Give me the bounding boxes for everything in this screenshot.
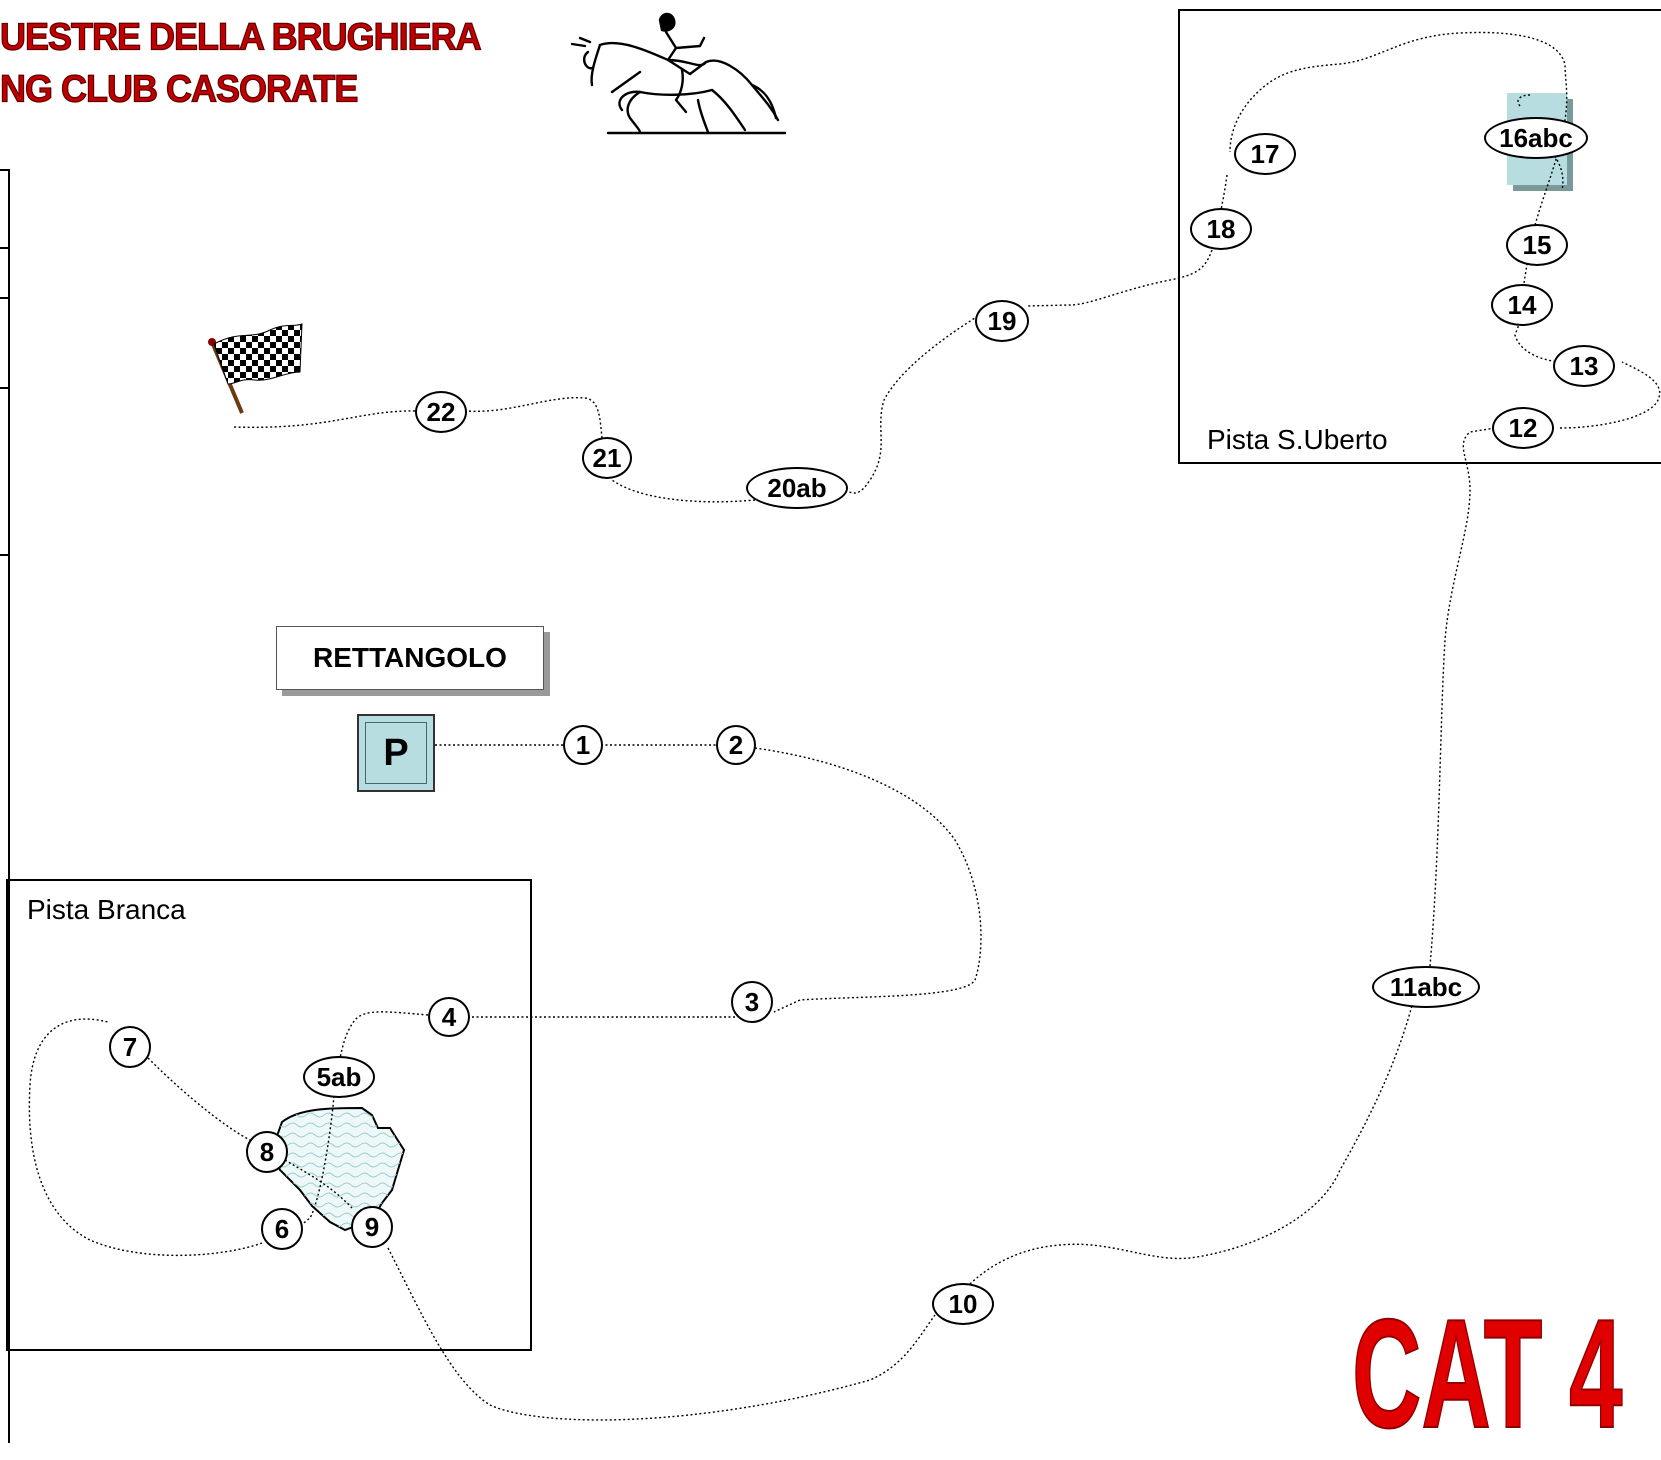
fence-18: 18 bbox=[1190, 208, 1252, 250]
fence-12: 12 bbox=[1492, 407, 1554, 449]
fence-9: 9 bbox=[351, 1206, 393, 1248]
fence-3: 3 bbox=[731, 981, 773, 1023]
fence-19: 19 bbox=[975, 300, 1029, 342]
fence-15: 15 bbox=[1506, 224, 1568, 266]
arena-uberto-label: Pista S.Uberto bbox=[1207, 424, 1388, 455]
arena-uberto-box bbox=[1178, 9, 1661, 464]
fence-14: 14 bbox=[1491, 284, 1553, 326]
fence-5ab: 5ab bbox=[303, 1056, 375, 1098]
fence-21: 21 bbox=[582, 437, 632, 479]
start-marker-label: P bbox=[383, 731, 409, 774]
arena-branca-box bbox=[6, 879, 532, 1351]
start-marker: P bbox=[357, 714, 435, 792]
fence-4: 4 bbox=[428, 997, 470, 1037]
fence-2: 2 bbox=[716, 725, 756, 765]
fence-7: 7 bbox=[109, 1026, 151, 1068]
category-label: CAT 4 bbox=[1351, 1287, 1623, 1460]
fence-10: 10 bbox=[932, 1283, 994, 1325]
fence-22: 22 bbox=[415, 391, 467, 433]
club-title-line-1: UESTRE DELLA BRUGHIERA bbox=[0, 14, 482, 58]
fence-8: 8 bbox=[246, 1131, 288, 1173]
fence-13: 13 bbox=[1553, 345, 1615, 387]
fence-6: 6 bbox=[261, 1208, 303, 1250]
fence-17: 17 bbox=[1234, 133, 1296, 175]
fence-11abc: 11abc bbox=[1372, 966, 1480, 1008]
club-title-line-2: NG CLUB CASORATE bbox=[0, 66, 359, 110]
arena-branca-label: Pista Branca bbox=[27, 894, 186, 925]
horse-jumper-icon bbox=[570, 12, 787, 135]
checkered-flag-icon bbox=[208, 323, 303, 414]
fence-16abc: 16abc bbox=[1484, 117, 1588, 159]
fence-1: 1 bbox=[563, 725, 603, 765]
left-border bbox=[0, 169, 10, 1443]
rettangolo-label: RETTANGOLO bbox=[276, 626, 544, 690]
fence-20ab: 20ab bbox=[746, 467, 848, 509]
